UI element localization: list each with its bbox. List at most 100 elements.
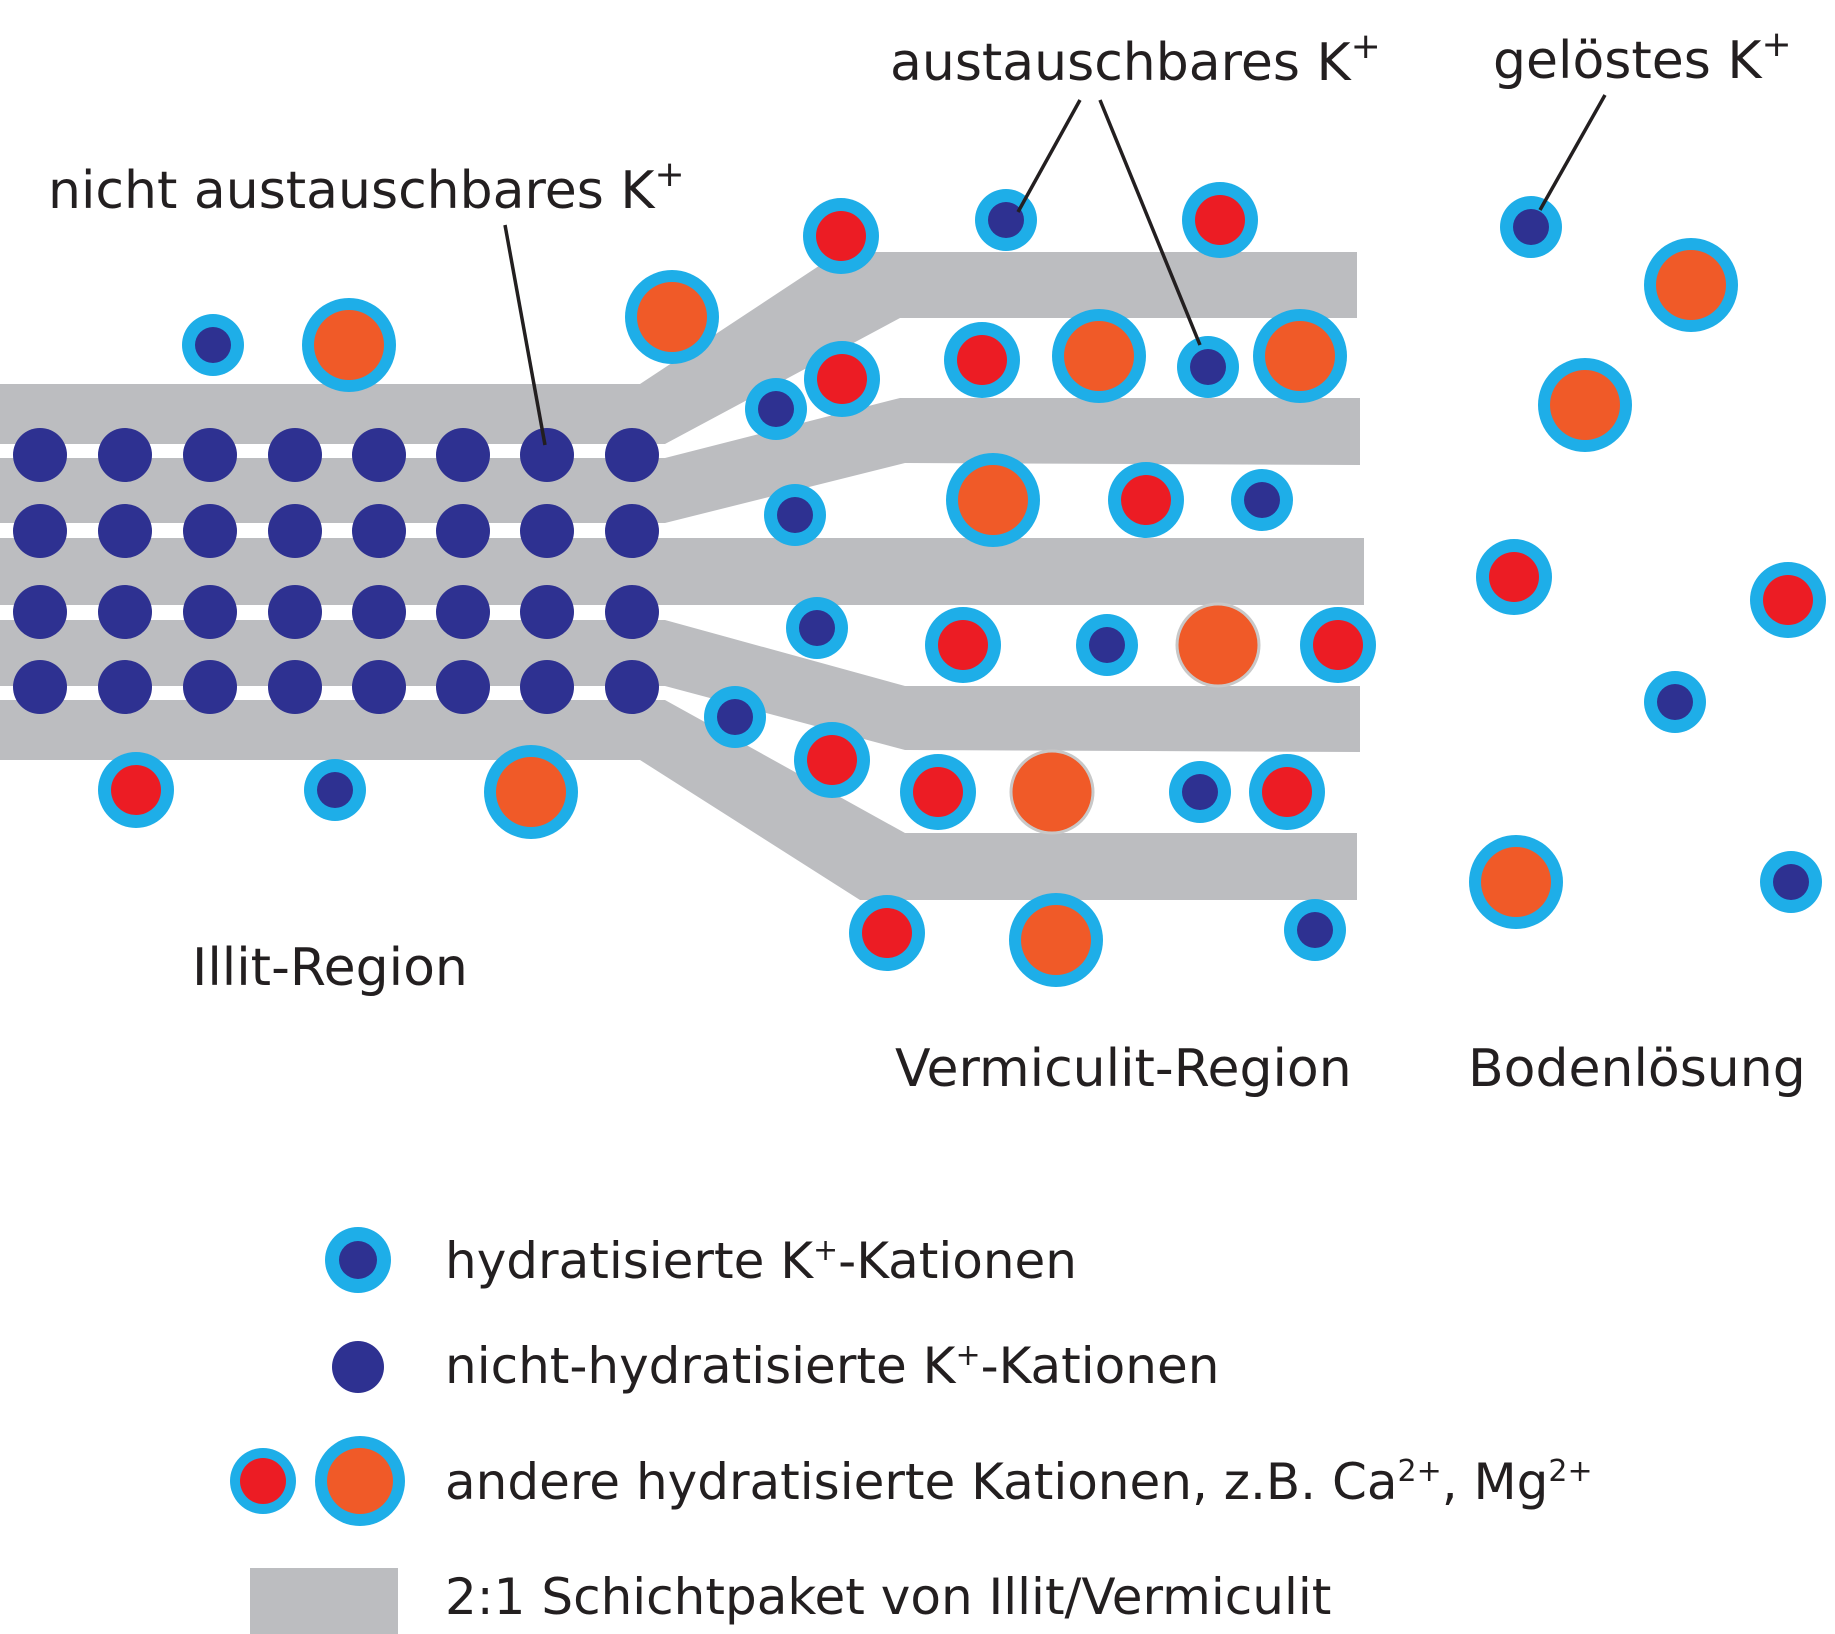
pointer-lines — [503, 94, 1607, 446]
ions — [98, 182, 1826, 987]
nonhydrated-k — [183, 428, 237, 482]
nonhydrated-k — [13, 428, 67, 482]
other-hydrated-cation — [900, 754, 976, 830]
other-hydrated-cation — [944, 322, 1020, 398]
pointer-austauschbar-left — [1016, 99, 1082, 213]
other-hydrated-cation — [1182, 182, 1258, 258]
legend-nonhydrated-k-text: nicht-hydratisierte K+-Kationen — [445, 1337, 1219, 1395]
hydrated-k-ion — [1076, 614, 1138, 676]
nonhydrated-k — [605, 428, 659, 482]
nonhydrated-k — [268, 585, 322, 639]
clay-layer-3 — [0, 538, 1364, 605]
nonhydrated-k — [605, 660, 659, 714]
nonhydrated-k — [183, 660, 237, 714]
other-hydrated-cation — [1009, 749, 1095, 835]
other-hydrated-cation — [1253, 309, 1347, 403]
hydrated-k-ion — [1284, 899, 1346, 961]
nonhydrated-k — [605, 504, 659, 558]
nonhydrated-k — [436, 504, 490, 558]
legend-layer-text: 2:1 Schichtpaket von Illit/Vermiculit — [445, 1568, 1331, 1626]
other-hydrated-cation — [1175, 602, 1261, 688]
nonhydrated-k — [520, 504, 574, 558]
hydrated-k-ion — [704, 686, 766, 748]
legend: hydratisierte K+-Kationen nicht-hydratis… — [230, 1227, 1593, 1634]
hydrated-k-ion — [304, 759, 366, 821]
other-hydrated-cation — [1052, 309, 1146, 403]
nonhydrated-k — [605, 585, 659, 639]
legend-other-text: andere hydratisierte Kationen, z.B. Ca2+… — [445, 1453, 1593, 1511]
hydrated-k-ion — [1644, 671, 1706, 733]
nonhydrated-k — [13, 660, 67, 714]
nonhydrated-k — [98, 428, 152, 482]
other-hydrated-cation — [925, 607, 1001, 683]
pointer-geloest — [1538, 94, 1607, 211]
other-hydrated-cation — [946, 453, 1040, 547]
label-vermiculit-region: Vermiculit-Region — [895, 1039, 1352, 1099]
nonhydrated-k — [520, 585, 574, 639]
nonhydrated-k — [352, 504, 406, 558]
other-hydrated-cation — [1750, 562, 1826, 638]
clay-layer-1 — [0, 252, 1357, 444]
nonhydrated-k — [436, 428, 490, 482]
nonhydrated-k — [268, 660, 322, 714]
nonhydrated-k — [352, 428, 406, 482]
other-hydrated-cation — [1469, 835, 1563, 929]
other-hydrated-cation — [794, 722, 870, 798]
other-hydrated-cation — [98, 752, 174, 828]
nonhydrated-k — [352, 660, 406, 714]
hydrated-k-ion — [1169, 761, 1231, 823]
other-hydrated-cation — [484, 745, 578, 839]
clay-layer-2 — [0, 398, 1360, 523]
other-hydrated-cation — [302, 298, 396, 392]
legend-layer-swatch — [250, 1568, 398, 1634]
pointer-austauschbar-right — [1098, 99, 1202, 346]
hydrated-k-ion — [1760, 851, 1822, 913]
illite-interlayer-k — [13, 428, 659, 714]
legend-hydrated-k-text: hydratisierte K+-Kationen — [445, 1232, 1077, 1290]
nonhydrated-k — [13, 504, 67, 558]
hydrated-k-ion — [745, 378, 807, 440]
other-hydrated-cation — [1538, 358, 1632, 452]
nonhydrated-k — [436, 660, 490, 714]
other-hydrated-cation — [849, 895, 925, 971]
label-bodenloesung: Bodenlösung — [1468, 1039, 1806, 1099]
other-hydrated-cation — [1009, 893, 1103, 987]
other-hydrated-cation — [1644, 238, 1738, 332]
label-nicht-austauschbar: nicht austauschbares K+ — [48, 154, 685, 221]
other-hydrated-cation — [1300, 607, 1376, 683]
hydrated-k-ion — [1231, 469, 1293, 531]
nonhydrated-k — [268, 428, 322, 482]
legend-hydrated-k-core — [339, 1241, 377, 1279]
hydrated-k-ion — [975, 189, 1037, 251]
other-hydrated-cation — [1476, 539, 1552, 615]
legend-other-red-core — [240, 1458, 286, 1504]
nonhydrated-k — [13, 585, 67, 639]
label-geloest: gelöstes K+ — [1493, 24, 1792, 91]
nonhydrated-k — [268, 504, 322, 558]
nonhydrated-k — [98, 504, 152, 558]
nonhydrated-k — [520, 660, 574, 714]
nonhydrated-k — [436, 585, 490, 639]
nonhydrated-k — [98, 660, 152, 714]
nonhydrated-k — [520, 428, 574, 482]
other-hydrated-cation — [803, 198, 879, 274]
pointer-nicht-austauschbar — [503, 224, 547, 446]
label-illit-region: Illit-Region — [192, 938, 468, 998]
hydrated-k-ion — [786, 597, 848, 659]
nonhydrated-k — [183, 585, 237, 639]
legend-nonhydrated-k-icon — [332, 1341, 384, 1393]
clay-layer-4 — [0, 620, 1360, 752]
clay-layers — [0, 252, 1364, 900]
other-hydrated-cation — [804, 341, 880, 417]
legend-other-orange-core — [327, 1448, 393, 1514]
clay-layer-5 — [0, 700, 1357, 900]
hydrated-k-ion — [1500, 196, 1562, 258]
other-hydrated-cation — [625, 270, 719, 364]
hydrated-k-ion — [764, 484, 826, 546]
hydrated-k-ion — [1177, 336, 1239, 398]
nonhydrated-k — [98, 585, 152, 639]
hydrated-k-ion — [182, 314, 244, 376]
other-hydrated-cation — [1108, 462, 1184, 538]
